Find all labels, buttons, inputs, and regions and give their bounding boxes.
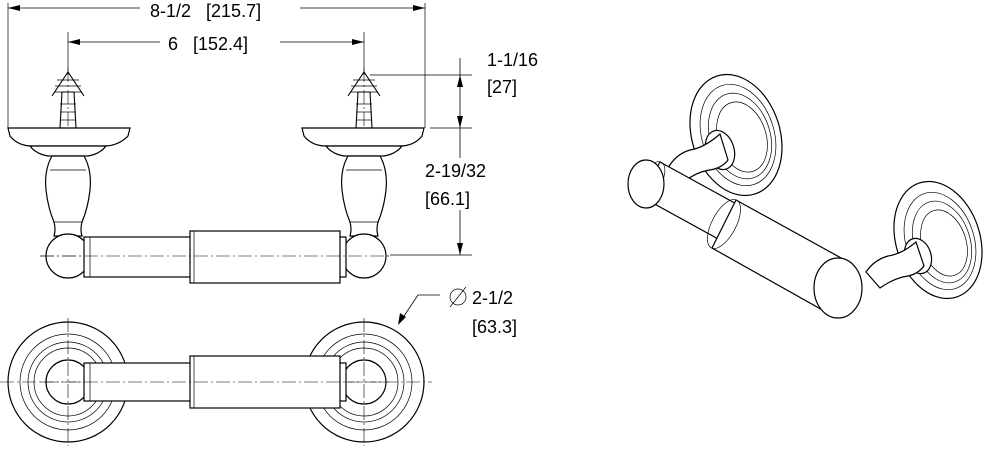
wall-offset-imperial: 1-1/16 [487, 50, 538, 70]
center-to-center-label: 6 [152.4] [168, 34, 248, 54]
top-plan-view: 2-1/2 [63.3] [0, 286, 517, 446]
front-roller [40, 230, 392, 284]
front-elevation-view: 8-1/2 [215.7] 6 [152.4] 1-1/16 [27] 2-19… [7, 0, 538, 284]
iso-roller [627, 159, 863, 319]
overall-width-label: 8-1/2 [215.7] [150, 1, 261, 21]
isometric-view [627, 73, 983, 319]
projection-imperial: 2-19/32 [425, 161, 486, 181]
right-wall-flange [301, 127, 425, 279]
flange-diameter-metric: [63.3] [472, 317, 517, 337]
right-flange-top [296, 318, 432, 446]
wall-offset-metric: [27] [487, 77, 517, 97]
top-roller [40, 355, 392, 409]
iso-front-flange [865, 180, 983, 300]
iso-back-flange [667, 73, 783, 197]
flange-diameter-imperial: 2-1/2 [472, 288, 513, 308]
projection-metric: [66.1] [425, 189, 470, 209]
